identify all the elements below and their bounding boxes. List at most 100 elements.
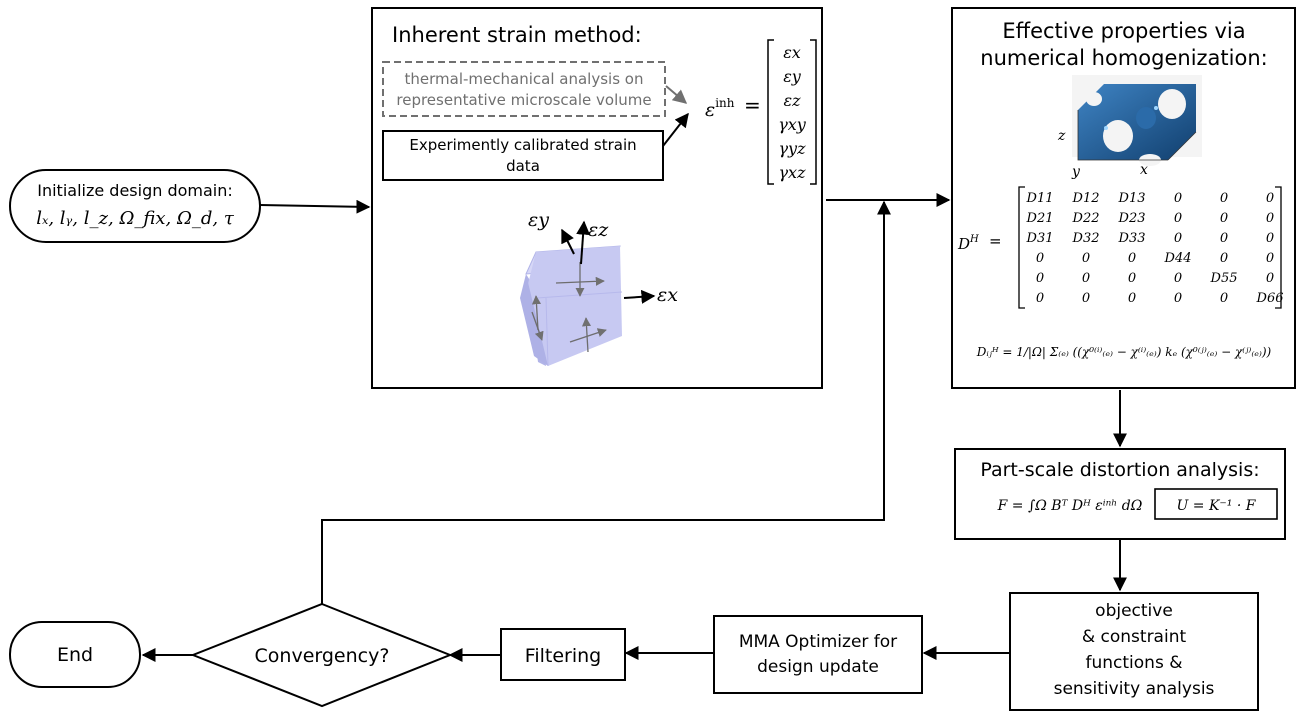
matrix-cell: 0	[1082, 291, 1090, 306]
dh-equals: =	[989, 232, 1002, 250]
effective-title-2: numerical homogenization:	[980, 46, 1267, 70]
objective-line: sensitivity analysis	[1054, 679, 1215, 699]
strain-vector-entry: γxz	[778, 163, 806, 182]
init-terminator	[9, 169, 261, 243]
mma-line-1: MMA Optimizer for	[739, 632, 897, 652]
epsilon-z-label: εz	[588, 219, 609, 241]
edge-convergency-loop	[321, 200, 891, 604]
experiment-line-2: data	[506, 157, 540, 175]
objective-box	[1009, 592, 1259, 711]
matrix-cell: D44	[1164, 251, 1192, 266]
cube-side-face	[520, 274, 548, 366]
mma-node: MMA Optimizer for design update	[713, 615, 923, 694]
matrix-cell: 0	[1220, 291, 1228, 306]
matrix-cell: D33	[1118, 231, 1146, 246]
matrix-cell: 0	[1036, 291, 1044, 306]
matrix-cell: 0	[1174, 231, 1182, 246]
thermal-dashed-box	[382, 61, 666, 117]
strain-vector-entry: εx	[783, 43, 801, 62]
epsilon-x-label: εx	[657, 284, 678, 306]
matrix-left-bracket	[1018, 186, 1025, 309]
matrix-cell: 0	[1220, 211, 1228, 226]
matrix-cell: 0	[1266, 191, 1274, 206]
unit-cell-image: z y x	[1057, 75, 1202, 180]
cell-axis-y: y	[1071, 164, 1081, 180]
objective-line: objective	[1095, 601, 1173, 621]
matrix-cell: 0	[1036, 251, 1044, 266]
matrix-cell: 0	[1174, 271, 1182, 286]
matrix-cell: 0	[1128, 291, 1136, 306]
matrix-cell: D12	[1072, 191, 1100, 206]
partscale-title: Part-scale distortion analysis:	[980, 459, 1259, 481]
matrix-cell: 0	[1266, 211, 1274, 226]
matrix-cell: 0	[1036, 271, 1044, 286]
matrix-cell: 0	[1082, 251, 1090, 266]
effective-title-1: Effective properties via	[1002, 19, 1245, 43]
epsilon-y-axis	[561, 228, 575, 255]
mma-line-2: design update	[757, 657, 879, 677]
epsilon-x-axis	[623, 289, 656, 304]
inherent-title: Inherent strain method:	[392, 23, 642, 47]
strain-vector-entry: γxy	[778, 115, 807, 134]
matrix-right-bracket	[1275, 186, 1282, 309]
matrix-cell: 0	[1220, 191, 1228, 206]
strain-vector-entry: γyz	[778, 139, 806, 158]
effective-box	[951, 7, 1296, 389]
epsilon-y-label: εy	[528, 209, 549, 231]
strain-vector-entry: εy	[783, 67, 802, 86]
matrix-cell: 0	[1220, 251, 1228, 266]
matrix-cell: D11	[1026, 191, 1054, 206]
thermal-arrow	[665, 85, 688, 104]
init-node: Initialize design domain: lₓ, lᵧ, l_z, Ω…	[9, 169, 261, 243]
experiment-arrow	[662, 112, 689, 147]
matrix-cell: 0	[1220, 231, 1228, 246]
cell-axis-x: x	[1140, 162, 1148, 178]
matrix-cell: 0	[1266, 231, 1274, 246]
matrix-cell: 0	[1266, 251, 1274, 266]
matrix-cell: 0	[1266, 271, 1274, 286]
mma-box	[713, 615, 923, 694]
filtering-node: Filtering	[500, 628, 626, 681]
cube-edge-2	[545, 297, 549, 367]
vector-left-bracket	[767, 39, 774, 185]
strain-vector: εx εy εz γxy γyz γxz	[778, 43, 807, 182]
matrix-cell: D66	[1256, 291, 1284, 306]
matrix-cell: 0	[1128, 271, 1136, 286]
partscale-node: Part-scale distortion analysis: F = ∫Ω B…	[954, 448, 1286, 540]
convergency-node: Convergency?	[190, 602, 453, 708]
cell-axis-z: z	[1057, 128, 1066, 144]
matrix-cell: D22	[1072, 211, 1100, 226]
matrix-cell: 0	[1174, 211, 1182, 226]
effective-node: Effective properties via numerical homog…	[951, 7, 1296, 389]
edge-init-to-inherent	[259, 199, 371, 214]
matrix-cell: 0	[1082, 271, 1090, 286]
end-node: End	[9, 621, 141, 688]
partscale-u-formula: U = K⁻¹ · F	[1177, 498, 1257, 514]
convergency-diamond	[190, 602, 453, 708]
matrix-cell: D31	[1026, 231, 1054, 246]
inherent-node: Inherent strain method: thermal-mechanic…	[371, 7, 823, 389]
matrix-cell: D13	[1118, 191, 1146, 206]
experiment-line-1: Experimently calibrated strain	[409, 136, 636, 154]
matrix-cell: D23	[1118, 211, 1146, 226]
experiment-box	[382, 130, 664, 181]
u-formula-box	[1154, 488, 1278, 520]
end-terminator	[9, 621, 141, 688]
edges	[141, 193, 1127, 662]
filtering-box	[500, 628, 626, 681]
matrix-cell: 0	[1174, 191, 1182, 206]
strain-vector-entry: εz	[783, 91, 801, 110]
epsilon-z-axis	[576, 220, 591, 265]
dij-formula: Dᵢⱼᴴ = 1/|Ω| Σ₍ₑ₎ ((χ⁰⁽ⁱ⁾₍ₑ₎ − χ⁽ⁱ⁾₍ₑ₎) …	[976, 345, 1272, 359]
vector-right-bracket	[810, 39, 817, 185]
init-label: Initialize design domain:	[37, 181, 233, 200]
matrix-cell: 0	[1128, 251, 1136, 266]
matrix-cell: D21	[1026, 211, 1054, 226]
matrix-cell: D55	[1210, 271, 1238, 286]
thermal-line-1: thermal-mechanical analysis on	[405, 70, 644, 88]
epsilon-inh-equals: =	[744, 93, 761, 117]
